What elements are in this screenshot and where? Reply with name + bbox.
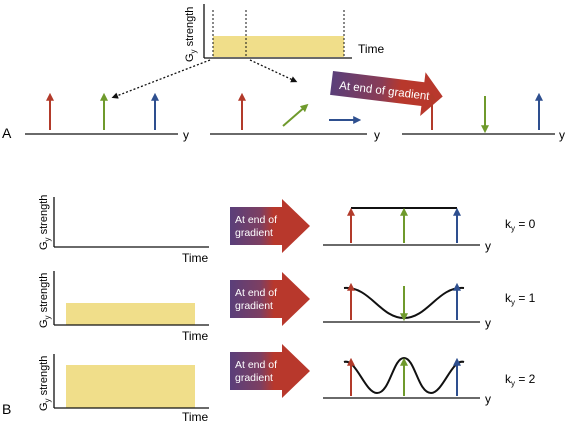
end-of-gradient-arrow-k2: At end of gradient bbox=[230, 344, 310, 398]
plot-xlabel: Time bbox=[182, 251, 209, 265]
plot-xlabel: Time bbox=[182, 329, 209, 343]
gradient-pulse bbox=[66, 365, 195, 408]
baseline-label: y bbox=[485, 239, 491, 253]
baseline-label: y bbox=[485, 392, 491, 406]
row-a-line-3-label: y bbox=[559, 128, 565, 142]
top-plot-ylabel: Gy strength bbox=[184, 7, 198, 62]
row-b-k0: Time Gy strength At end of gradient y ky… bbox=[38, 195, 536, 265]
top-plot-xlabel: Time bbox=[358, 42, 385, 56]
row-b-k2: Time Gy strength At end of gradient y ky… bbox=[38, 344, 536, 424]
gradient-plot-k1: Time Gy strength bbox=[38, 271, 209, 343]
arrow-label-line2: gradient bbox=[235, 227, 273, 239]
arrow-label-line2: gradient bbox=[235, 372, 273, 384]
row-a-line-2-label: y bbox=[374, 128, 380, 142]
plot-xlabel: Time bbox=[182, 410, 209, 424]
row-a-state-during: y bbox=[210, 92, 380, 142]
k-value-label: ky = 0 bbox=[505, 217, 536, 233]
panel-label-a: A bbox=[2, 125, 12, 141]
top-gradient-pulse bbox=[213, 36, 344, 57]
gradient-plot-k2: Time Gy strength bbox=[38, 354, 209, 424]
spin-state-k1: y bbox=[323, 282, 491, 330]
end-of-gradient-arrow-k1: At end of gradient bbox=[230, 272, 310, 326]
row-a-state-before: y bbox=[25, 92, 189, 142]
arrow-label-line1: At end of bbox=[235, 359, 277, 371]
panel-label-b: B bbox=[2, 401, 11, 417]
row-a-line-1-label: y bbox=[183, 128, 189, 142]
spin-green bbox=[282, 103, 309, 127]
top-end-of-gradient-arrow: At end of gradient bbox=[330, 71, 443, 116]
end-of-gradient-arrow-k0: At end of gradient bbox=[230, 199, 310, 253]
spin-state-k0: y bbox=[323, 207, 491, 253]
row-a-state-after: y bbox=[402, 92, 565, 142]
plot-ylabel: Gy strength bbox=[38, 195, 52, 250]
baseline-label: y bbox=[485, 316, 491, 330]
arrow-label-line2: gradient bbox=[235, 300, 273, 312]
spin-state-k2: y bbox=[323, 356, 491, 406]
pointer-arrow-right bbox=[249, 59, 298, 83]
plot-ylabel: Gy strength bbox=[38, 356, 52, 411]
arrow-label-line1: At end of bbox=[235, 287, 277, 299]
plot-ylabel: Gy strength bbox=[38, 273, 52, 328]
pointer-arrow-left bbox=[111, 59, 211, 99]
arrow-label-line1: At end of bbox=[235, 214, 277, 226]
gradient-plot-k0: Time Gy strength bbox=[38, 195, 209, 265]
row-b-k1: Time Gy strength At end of gradient y ky… bbox=[38, 271, 536, 343]
k-value-label: ky = 1 bbox=[505, 291, 536, 307]
gradient-pulse bbox=[66, 303, 195, 325]
top-gradient-plot: Time Gy strength bbox=[184, 4, 385, 62]
k-value-label: ky = 2 bbox=[505, 372, 536, 388]
